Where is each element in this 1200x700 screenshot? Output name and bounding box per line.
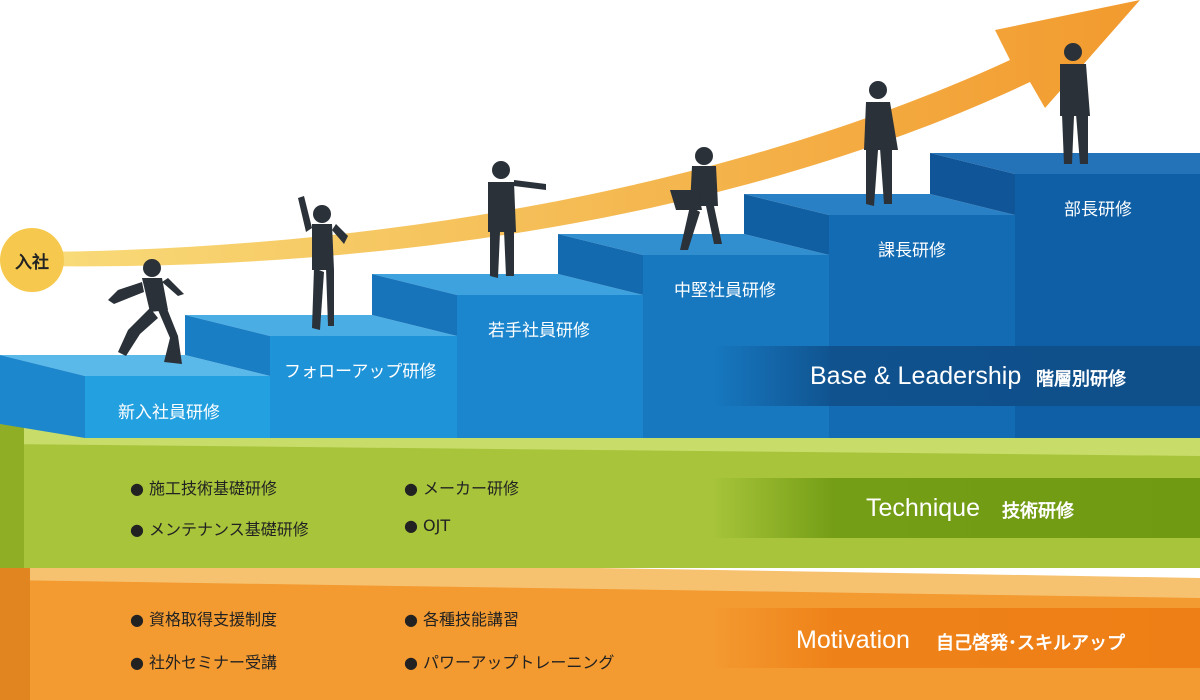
motivation-item: ● 社外セミナー受講 (130, 653, 278, 672)
step-2-top (185, 315, 457, 336)
motivation-item: ● 各種技能講習 (404, 610, 520, 629)
step-label: 課長研修 (878, 241, 946, 261)
step-6-riser (930, 153, 1015, 215)
technique-band-side (0, 424, 24, 568)
step-3-riser (372, 274, 457, 336)
step-label: 若手社員研修 (488, 321, 590, 341)
technique-item: ● メーカー研修 (404, 479, 520, 498)
step-3-top (372, 274, 643, 295)
technique-title-bar (712, 478, 1200, 538)
person-standing-icon (864, 81, 898, 206)
person-runner-icon (108, 259, 184, 364)
step-label: フォローアップ研修 (284, 362, 437, 382)
motivation-title-bar (712, 608, 1200, 668)
step-3-front (457, 295, 643, 438)
step-5-riser (744, 194, 829, 255)
person-thinking-icon (1060, 43, 1090, 164)
motivation-band-top (0, 558, 1200, 600)
step-label: 中堅社員研修 (674, 281, 776, 301)
technique-item: ● 施工技術基礎研修 (130, 479, 278, 498)
technique-band-subtitle: 技術研修 (1002, 501, 1074, 522)
step-1-top (0, 355, 270, 376)
person-laptop-icon (670, 147, 722, 250)
entry-badge: 入社 (0, 228, 64, 292)
step-1-front (85, 376, 270, 438)
person-cheering-icon (298, 196, 348, 330)
motivation-band-subtitle: 自己啓発･スキルアップ (936, 633, 1125, 654)
step-5-top (744, 194, 1015, 215)
step-1-riser (0, 355, 85, 438)
person-pointing-icon (488, 161, 546, 278)
step-4-top (558, 234, 829, 255)
motivation-band-side (0, 558, 30, 700)
step-2-front (270, 336, 457, 438)
technique-band-title: Technique (866, 494, 980, 522)
step-label: 新入社員研修 (118, 403, 220, 423)
technique-item: ● OJT (404, 516, 451, 535)
motivation-item: ● パワーアップトレーニング (404, 653, 615, 672)
step-4-riser (558, 234, 643, 295)
leadership-title-bar (712, 346, 1200, 406)
step-2-riser (185, 315, 270, 376)
leadership-band-subtitle: 階層別研修 (1036, 369, 1126, 390)
leadership-band-title: Base & Leadership (810, 362, 1022, 390)
technique-item: ● メンテナンス基礎研修 (130, 520, 309, 539)
level-up-arrow (30, 0, 1140, 267)
motivation-item: ● 資格取得支援制度 (130, 610, 278, 629)
motivation-band-title: Motivation (796, 626, 910, 654)
step-label: 部長研修 (1064, 200, 1132, 220)
